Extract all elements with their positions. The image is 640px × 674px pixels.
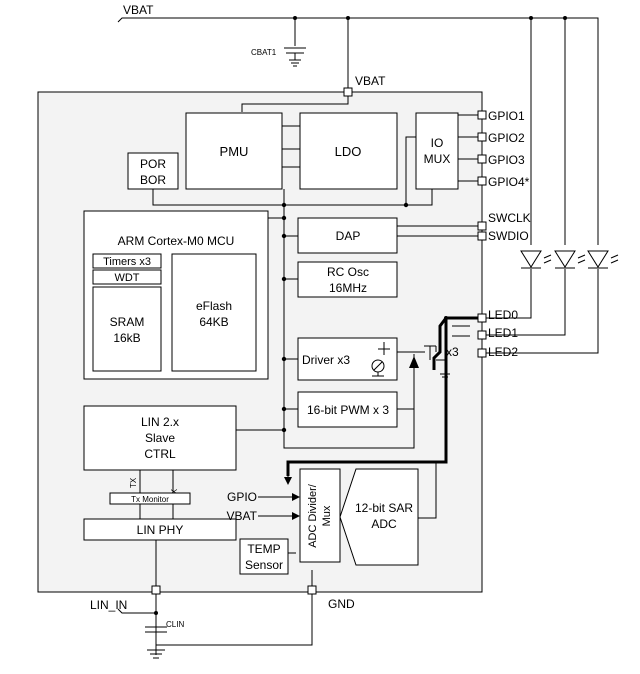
temp-label-1: TEMP [247, 542, 280, 556]
led0-label: LED0 [488, 308, 518, 322]
pmu-label: PMU [220, 144, 249, 159]
lin-pin [151, 585, 161, 595]
sram-label-1: SRAM [110, 315, 145, 329]
gpio3-label: GPIO3 [488, 153, 525, 167]
adc-vbat-input-label: VBAT [227, 509, 258, 523]
io-mux-label-1: IO [431, 136, 444, 150]
cbat-label: CBAT1 [251, 48, 277, 57]
tx-monitor-label: Tx Monitor [131, 495, 169, 504]
led1-label: LED1 [488, 326, 518, 340]
dap-block [297, 217, 398, 254]
io-mux-block [415, 112, 459, 190]
driver-label: Driver x3 [302, 353, 350, 367]
adc-mux-block [299, 468, 341, 563]
driver-block [297, 337, 398, 381]
timers-label: Timers x3 [103, 256, 151, 268]
pwm-label: 16-bit PWM x 3 [307, 403, 389, 417]
timers-block [92, 253, 162, 269]
temp-label-2: Sensor [245, 558, 283, 572]
vbat-label-chip: VBAT [355, 74, 386, 88]
eflash-label-2: 64KB [199, 315, 228, 329]
led-diodes [486, 250, 619, 354]
pwm-to-driver-wire [397, 395, 415, 410]
adc-mux-label-2: Mux [321, 505, 333, 526]
dap-label: DAP [336, 229, 361, 243]
rc-osc-block [297, 261, 398, 298]
wdt-label: WDT [114, 272, 139, 284]
swclk-pin [477, 221, 487, 231]
lin-ctrl-label-3: CTRL [144, 447, 176, 461]
lin-phy-label: LIN PHY [137, 523, 184, 537]
sram-label-2: 16kB [113, 331, 140, 345]
gpio1-pin [477, 110, 487, 120]
internal-wiring [152, 96, 478, 449]
temp-sensor-block [239, 538, 289, 575]
lin-ground-wiring [117, 470, 313, 659]
tx-monitor-block [109, 492, 191, 505]
gnd-label: GND [328, 597, 355, 611]
sar-adc-block [339, 468, 419, 566]
gnd-pin [307, 585, 317, 595]
adc-wiring [258, 462, 437, 554]
eflash-label-1: eFlash [196, 299, 232, 313]
gpio3-pin [477, 154, 487, 164]
led2-label: LED2 [488, 345, 518, 359]
gpio1-label: GPIO1 [488, 109, 525, 123]
sar-adc-label-1: 12-bit SAR [355, 501, 413, 515]
eflash-block [171, 253, 257, 372]
lin-in-label: LIN_IN [90, 598, 127, 612]
lin-phy-block [83, 518, 237, 541]
gpio2-label: GPIO2 [488, 131, 525, 145]
wdt-block [92, 269, 162, 285]
lin-ctrl-label-2: Slave [145, 431, 175, 445]
vbat-label-top: VBAT [123, 3, 154, 17]
pmu-block [185, 112, 283, 190]
adc-gpio-input-label: GPIO [227, 490, 257, 504]
pwm-block [297, 391, 398, 428]
lin-ctrl-label-1: LIN 2.x [141, 415, 179, 429]
led-bus [284, 316, 478, 485]
vbat-pin [343, 87, 353, 97]
gpio4-label: GPIO4* [488, 175, 530, 189]
current-source-icon [371, 342, 390, 377]
bor-label: BOR [140, 173, 166, 187]
led1-pin [477, 330, 487, 340]
gpio4-pin [477, 176, 487, 186]
ldo-label: LDO [335, 144, 362, 159]
sar-adc-label-2: ADC [371, 517, 397, 531]
swdio-pin [477, 231, 487, 241]
rc-osc-label-2: 16MHz [329, 281, 367, 295]
tx-label: TX [129, 477, 138, 488]
led-x3-label: x3 [446, 345, 459, 359]
rc-osc-label-1: RC Osc [327, 265, 369, 279]
io-mux-label-2: MUX [424, 152, 451, 166]
led0-pin [477, 313, 487, 323]
vbat-rail [117, 16, 599, 245]
swclk-label: SWCLK [488, 211, 531, 225]
mcu-title: ARM Cortex-M0 MCU [118, 234, 235, 248]
por-bor-block [127, 152, 179, 190]
por-label: POR [140, 157, 166, 171]
ldo-block [299, 112, 398, 190]
lin-ctrl-block [83, 405, 237, 471]
swdio-label: SWDIO [488, 229, 529, 243]
gpio2-pin [477, 132, 487, 142]
adc-mux-label-1: ADC Divider/ [307, 483, 319, 548]
sram-block [92, 286, 162, 372]
clin-label: CLIN [166, 620, 184, 629]
led2-pin [477, 348, 487, 358]
